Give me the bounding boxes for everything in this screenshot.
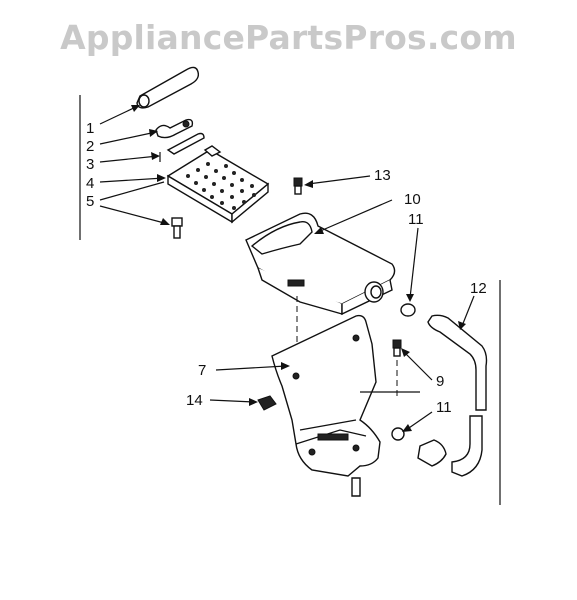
- part-7-bracket: [271, 314, 381, 497]
- part-1-tube: [136, 66, 200, 109]
- callout-3: 3: [86, 156, 94, 173]
- part-5-screw: [171, 217, 183, 239]
- part-12-hose: [427, 314, 488, 477]
- callout-5: 5: [86, 193, 94, 210]
- callout-11-lower: 11: [436, 399, 452, 416]
- part-14-clip: [257, 395, 277, 411]
- callout-7: 7: [198, 362, 206, 379]
- callout-2: 2: [86, 138, 94, 155]
- part-9-screw: [392, 339, 402, 357]
- part-11-o-ring-lower: [391, 427, 405, 441]
- callout-4: 4: [86, 175, 94, 192]
- part-11-o-ring-upper: [400, 303, 416, 317]
- callout-14: 14: [186, 392, 203, 409]
- callout-9: 9: [436, 373, 444, 390]
- watermark-logo: AppliancePartsPros.com: [60, 18, 517, 57]
- part-3-spring-clip: [159, 132, 205, 162]
- part-4-tray: [166, 145, 270, 224]
- callout-12: 12: [470, 280, 487, 297]
- part-13-screw: [293, 177, 303, 195]
- callout-13: 13: [374, 167, 391, 184]
- callout-10: 10: [404, 191, 421, 208]
- leader-lines: [99, 105, 475, 432]
- callout-11-upper: 11: [408, 211, 424, 228]
- callout-1: 1: [86, 120, 94, 137]
- part-10-housing: [245, 212, 396, 316]
- part-2-clip: [155, 118, 194, 139]
- fitting-tube: [417, 439, 447, 467]
